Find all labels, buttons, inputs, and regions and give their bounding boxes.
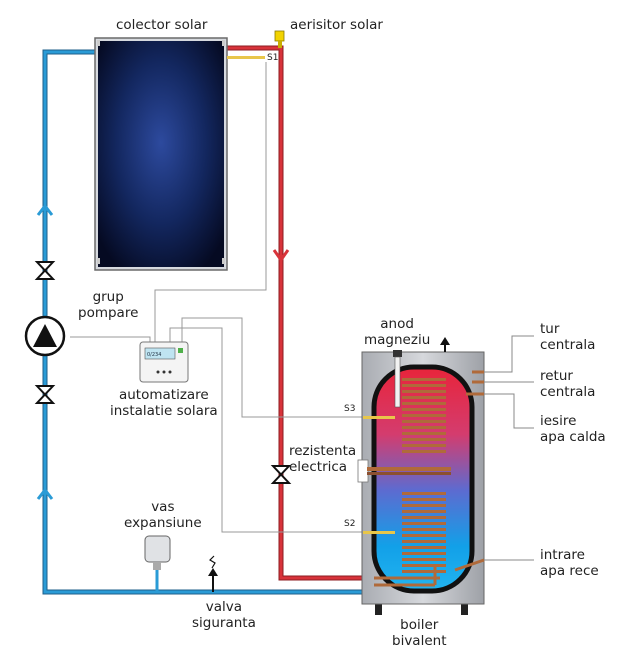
hot-supply-pipe — [226, 45, 395, 581]
flow-arrow-down-icon — [272, 249, 290, 263]
anode-rod — [393, 350, 402, 408]
coil-turn — [402, 438, 446, 441]
coil-turn — [402, 522, 446, 525]
pump-group-line2: pompare — [78, 305, 139, 321]
sensor-s3-label: S3 — [344, 404, 356, 414]
retur-line1: retur — [540, 368, 573, 384]
sensor-wires — [70, 62, 380, 533]
coil-turn — [402, 402, 446, 405]
retur-label: retur centrala — [540, 368, 595, 400]
coil-turn — [402, 516, 446, 519]
coil-turn — [402, 396, 446, 399]
coil-turn — [402, 558, 446, 561]
safety-valve-line1: valva — [205, 599, 243, 615]
sensor-s2-label: S2 — [344, 519, 356, 529]
coil-turn — [402, 408, 446, 411]
coil-turn — [402, 504, 446, 507]
heater-line2: electrica — [289, 459, 348, 475]
safety-valve-icon — [208, 555, 218, 592]
coil-turn — [402, 414, 446, 417]
coil-turn — [402, 450, 446, 453]
coil-turn — [402, 498, 446, 501]
coil-turn — [402, 540, 446, 543]
boiler-top-valve-icon — [440, 337, 450, 352]
boiler-tank — [361, 351, 485, 615]
coil-turn — [402, 432, 446, 435]
heater-line1: rezistenta — [289, 443, 357, 459]
coil-turn — [402, 420, 446, 423]
coil-turn — [402, 384, 446, 387]
controller-unit — [139, 341, 189, 383]
anode-line1: anod — [380, 316, 414, 332]
pump-icon — [24, 315, 66, 357]
boiler-label: boiler bivalent — [392, 617, 447, 649]
controller-label: automatizare instalatie solara — [110, 387, 218, 419]
coil-turn — [402, 552, 446, 555]
cold-in-line2: apa rece — [540, 563, 599, 579]
solar-collector — [94, 37, 228, 271]
expansion-line1: vas — [151, 499, 175, 515]
anode-label: anod magneziu — [364, 316, 430, 348]
sensor-s3-probe — [363, 416, 395, 419]
coil-turn — [402, 390, 446, 393]
expansion-label: vas expansiune — [124, 499, 202, 531]
hot-out-line1: iesire — [540, 413, 577, 429]
coil-turn — [402, 378, 446, 381]
sensor-s1-probe — [227, 56, 265, 59]
tur-line2: centrala — [540, 337, 596, 353]
boiler-line2: bivalent — [392, 633, 447, 649]
retur-line2: centrala — [540, 384, 596, 400]
hot-out-label: iesire apa calda — [540, 413, 606, 445]
expansion-vessel — [144, 535, 171, 570]
boiler-connections — [374, 370, 485, 587]
cold-in-label: intrare apa rece — [540, 547, 599, 579]
controller-line1: automatizare — [118, 387, 209, 403]
expansion-line2: expansiune — [124, 515, 202, 531]
anode-line2: magneziu — [364, 332, 431, 348]
coil-turn — [402, 426, 446, 429]
controller-line2: instalatie solara — [110, 403, 218, 419]
flow-arrow-up-icon — [36, 203, 54, 500]
air-vent-icon — [274, 30, 285, 48]
coil-turn — [402, 510, 446, 513]
heater-label: rezistenta electrica — [289, 443, 356, 475]
tur-line1: tur — [540, 321, 560, 337]
hot-out-line2: apa calda — [540, 429, 606, 445]
pump-group-label: grup pompare — [78, 289, 138, 321]
sensor-s2-probe — [363, 531, 395, 534]
electric-heater — [357, 459, 451, 483]
safety-valve-line2: siguranta — [192, 615, 256, 631]
valve-icon — [34, 261, 292, 484]
boiler-line1: boiler — [400, 617, 439, 633]
lower-coil — [402, 492, 446, 573]
coil-turn — [402, 564, 446, 567]
leader-lines — [484, 335, 534, 561]
coil-turn — [402, 534, 446, 537]
safety-valve-label: valva siguranta — [192, 599, 256, 631]
coil-turn — [402, 528, 446, 531]
controller-display-text: 0/234 — [147, 352, 161, 358]
air-vent-label: aerisitor solar — [290, 17, 383, 33]
cold-in-line1: intrare — [540, 547, 585, 563]
coil-turn — [402, 546, 446, 549]
sensor-s1-label: S1 — [267, 53, 279, 63]
upper-coil — [402, 378, 446, 453]
tur-label: tur centrala — [540, 321, 595, 353]
coil-turn — [402, 570, 446, 573]
pump-group-line1: grup — [92, 289, 124, 305]
collector-label: colector solar — [116, 17, 208, 33]
coil-turn — [402, 492, 446, 495]
coil-turn — [402, 444, 446, 447]
